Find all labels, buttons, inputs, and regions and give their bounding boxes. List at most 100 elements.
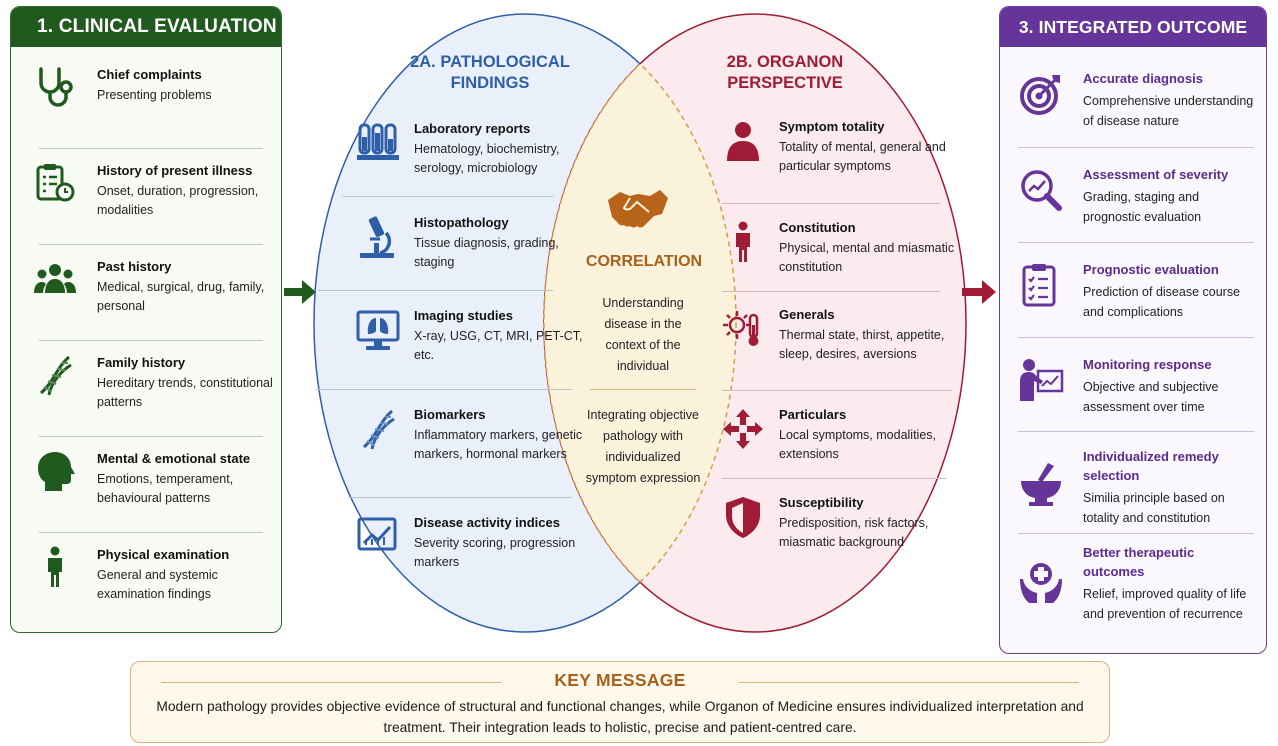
item-title: Chief complaints: [97, 67, 202, 82]
left-item-physical-exam: Physical examination General and systemi…: [11, 533, 281, 629]
divider: [161, 682, 501, 683]
item-title: Susceptibility: [779, 495, 864, 510]
item-description: Grading, staging and prognostic evaluati…: [1083, 190, 1202, 224]
target-icon: [1020, 74, 1061, 115]
item-description: Objective and subjective assessment over…: [1083, 380, 1219, 414]
item-description: Physical, mental and miasmatic constitut…: [779, 241, 955, 274]
stethoscope-icon: [39, 67, 73, 107]
item-description: Comprehensive understanding of disease n…: [1083, 94, 1254, 128]
divider: [316, 389, 572, 390]
item-title: Imaging studies: [414, 308, 513, 323]
right-arrow-icon: [962, 280, 996, 304]
divider: [722, 291, 940, 292]
item-description: Similia principle based on totality and …: [1083, 491, 1225, 525]
line-chart-icon: [357, 517, 397, 551]
four-arrows-icon: [723, 409, 763, 449]
item-description: Prediction of disease course and complic…: [1083, 285, 1241, 319]
divider: [1018, 431, 1254, 432]
integrated-outcome-panel: 3. INTEGRATED OUTCOME Accurate diagnosis…: [999, 6, 1267, 654]
sun-thermometer-icon: [723, 311, 759, 346]
divider: [722, 390, 952, 391]
item-title: Family history: [97, 355, 186, 370]
correlation-text-understanding: Understanding disease in the context of …: [602, 296, 684, 373]
key-message-box: KEY MESSAGE Modern pathology provides ob…: [130, 661, 1110, 743]
correlation-label: CORRELATION: [585, 253, 703, 270]
right-arrow-icon: [284, 280, 316, 304]
test-tubes-icon: [357, 123, 399, 160]
hands-cross-icon: [1020, 563, 1062, 603]
item-description: Totality of mental, general and particul…: [779, 140, 946, 173]
item-title: Generals: [779, 307, 835, 322]
correlation-text-integrating: Integrating objective pathology with ind…: [585, 408, 701, 485]
divider: [348, 497, 572, 498]
key-message-title: KEY MESSAGE: [554, 670, 686, 690]
item-title: Monitoring response: [1083, 357, 1212, 372]
left-item-mental-state: Mental & emotional state Emotions, tempe…: [11, 437, 281, 533]
item-description: Predisposition, risk factors, miasmatic …: [779, 516, 929, 549]
item-title: Mental & emotional state: [97, 451, 251, 466]
item-description: Relief, improved quality of life and pre…: [1083, 587, 1247, 621]
item-title: Histopathology: [414, 215, 509, 230]
divider: [1018, 147, 1254, 148]
left-item-history-present: History of present illness Onset, durati…: [11, 149, 281, 245]
item-title: History of present illness: [97, 163, 253, 178]
item-title: Assessment of severity: [1083, 167, 1229, 182]
dna-icon: [362, 409, 395, 450]
item-title: Symptom totality: [779, 119, 885, 134]
item-description: Medical, surgical, drug, family, persona…: [97, 280, 265, 313]
divider: [39, 340, 263, 341]
item-title: Particulars: [779, 407, 847, 422]
pathology-title: 2A. PATHOLOGICAL FINDINGS: [410, 53, 570, 92]
monitor-lungs-icon: [356, 310, 400, 350]
item-description: Onset, duration, progression, modalities: [97, 184, 259, 217]
divider: [39, 244, 263, 245]
item-description: Hematology, biochemistry, serology, micr…: [414, 142, 560, 175]
divider: [1018, 337, 1254, 338]
person-icon: [48, 546, 62, 587]
divider: [39, 532, 263, 533]
mortar-pestle-icon: [1021, 463, 1061, 506]
clipboard-clock-icon: [36, 164, 75, 202]
divider: [739, 682, 1079, 683]
dna-icon: [39, 355, 72, 396]
divider: [590, 389, 696, 390]
item-description: Hereditary trends, constitutional patter…: [97, 376, 273, 409]
item-title: Better therapeutic outcomes: [1083, 545, 1195, 579]
head-profile-icon: [38, 452, 75, 491]
left-item-family-history: Family history Hereditary trends, consti…: [11, 341, 281, 437]
handshake-icon: [608, 190, 668, 228]
divider: [318, 290, 553, 291]
person-bust-icon: [727, 122, 759, 161]
item-title: Biomarkers: [414, 407, 486, 422]
divider: [343, 196, 553, 197]
item-title: Individualized remedy selection: [1083, 449, 1219, 483]
item-description: Local symptoms, modalities, extensions: [779, 428, 937, 461]
divider: [1018, 533, 1254, 534]
item-description: Inflammatory markers, genetic markers, h…: [414, 428, 583, 461]
magnifier-chart-icon: [1021, 170, 1062, 211]
clinical-evaluation-panel: 1. CLINICAL EVALUATION Chief complaints …: [10, 6, 282, 633]
divider: [722, 203, 940, 204]
overlap-region: [544, 14, 736, 632]
divider: [722, 478, 946, 479]
people-group-icon: [34, 264, 76, 293]
item-description: Emotions, temperament, behavioural patte…: [97, 472, 234, 505]
item-title: Physical examination: [97, 547, 230, 562]
organon-title: 2B. ORGANON PERSPECTIVE: [726, 53, 844, 92]
shield-icon: [726, 497, 760, 538]
person-icon: [736, 221, 750, 262]
item-description: General and systemic examination finding…: [97, 568, 218, 601]
divider: [1018, 242, 1254, 243]
presenter-chart-icon: [1020, 359, 1064, 401]
divider: [39, 148, 263, 149]
clinical-evaluation-title: 1. CLINICAL EVALUATION: [11, 7, 281, 47]
item-title: Laboratory reports: [414, 121, 531, 136]
item-title: Past history: [97, 259, 172, 274]
left-item-past-history: Past history Medical, surgical, drug, fa…: [11, 245, 281, 341]
item-description: X-ray, USG, CT, MRI, PET-CT, etc.: [414, 329, 583, 362]
divider: [39, 436, 263, 437]
item-title: Accurate diagnosis: [1083, 71, 1203, 86]
venn-diagram: [313, 13, 967, 633]
left-item-chief-complaints: Chief complaints Presenting problems: [11, 53, 281, 149]
item-title: Disease activity indices: [414, 515, 560, 530]
